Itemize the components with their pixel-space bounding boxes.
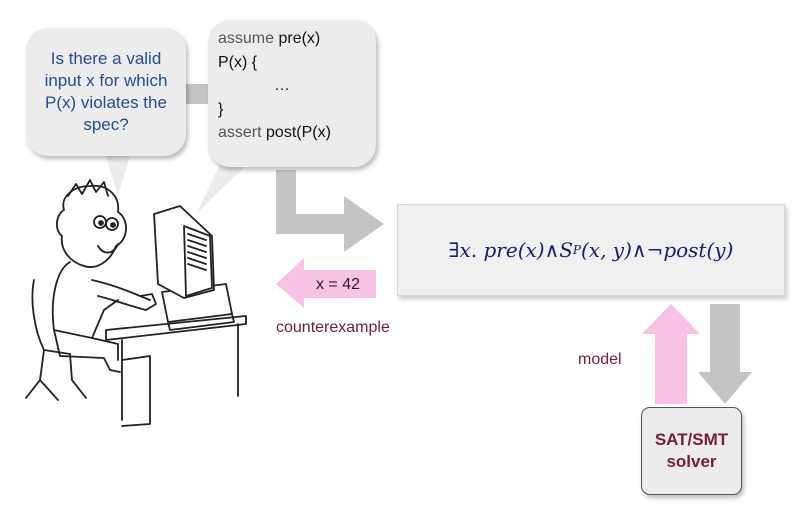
assume-expression: pre(x) bbox=[274, 30, 321, 47]
formula-and-2: ∧ bbox=[631, 238, 647, 262]
bubble-connector bbox=[182, 84, 212, 104]
formula-s-subscript: P bbox=[572, 243, 581, 257]
formula-s-arg: (x, y) bbox=[581, 238, 632, 262]
solver-query-arrow bbox=[698, 304, 752, 404]
solver-line-1: SAT/SMT bbox=[654, 430, 729, 449]
person-at-computer-icon bbox=[25, 179, 247, 427]
model-arrow bbox=[642, 304, 700, 404]
code-bubble-tail bbox=[196, 160, 252, 214]
question-bubble-tail bbox=[104, 150, 132, 196]
counterexample-arrow bbox=[276, 258, 376, 308]
counterexample-value: x = 42 bbox=[315, 276, 361, 293]
formula-var: x bbox=[459, 238, 471, 262]
formula-post-arg: (y) bbox=[706, 238, 734, 262]
formula-dot: . bbox=[470, 238, 478, 262]
solver-box: SAT/SMT solver bbox=[641, 407, 742, 495]
assert-expression: post(P(x) bbox=[261, 124, 331, 141]
formula-exists: ∃ bbox=[448, 238, 460, 262]
question-bubble: Is there a valid input x for which P(x) … bbox=[26, 28, 186, 156]
assert-keyword: assert bbox=[218, 124, 262, 141]
formula-negation: ¬ bbox=[646, 238, 664, 262]
formula-pre-arg: (x) bbox=[517, 238, 545, 262]
code-line-function: P(x) { bbox=[218, 53, 258, 71]
counterexample-label: counterexample bbox=[276, 319, 390, 336]
assume-keyword: assume bbox=[218, 30, 275, 47]
code-line-assume: assume pre(x) bbox=[218, 27, 376, 51]
formula-pre: pre bbox=[483, 238, 518, 262]
model-label: model bbox=[578, 351, 622, 368]
formula-post: post bbox=[663, 238, 707, 262]
code-line-ellipsis: … bbox=[274, 77, 290, 94]
code-bubble: assume pre(x) P(x) { … } assert post(P(x… bbox=[208, 20, 376, 167]
question-text: Is there a valid input x for which P(x) … bbox=[44, 49, 168, 134]
formula-and-1: ∧ bbox=[544, 238, 560, 262]
formula-s: S bbox=[559, 238, 573, 262]
query-arrow bbox=[276, 170, 384, 252]
solver-line-2: solver bbox=[666, 452, 717, 471]
code-line-close-brace: } bbox=[218, 100, 224, 118]
code-line-assert: assert post(P(x) bbox=[218, 121, 376, 145]
